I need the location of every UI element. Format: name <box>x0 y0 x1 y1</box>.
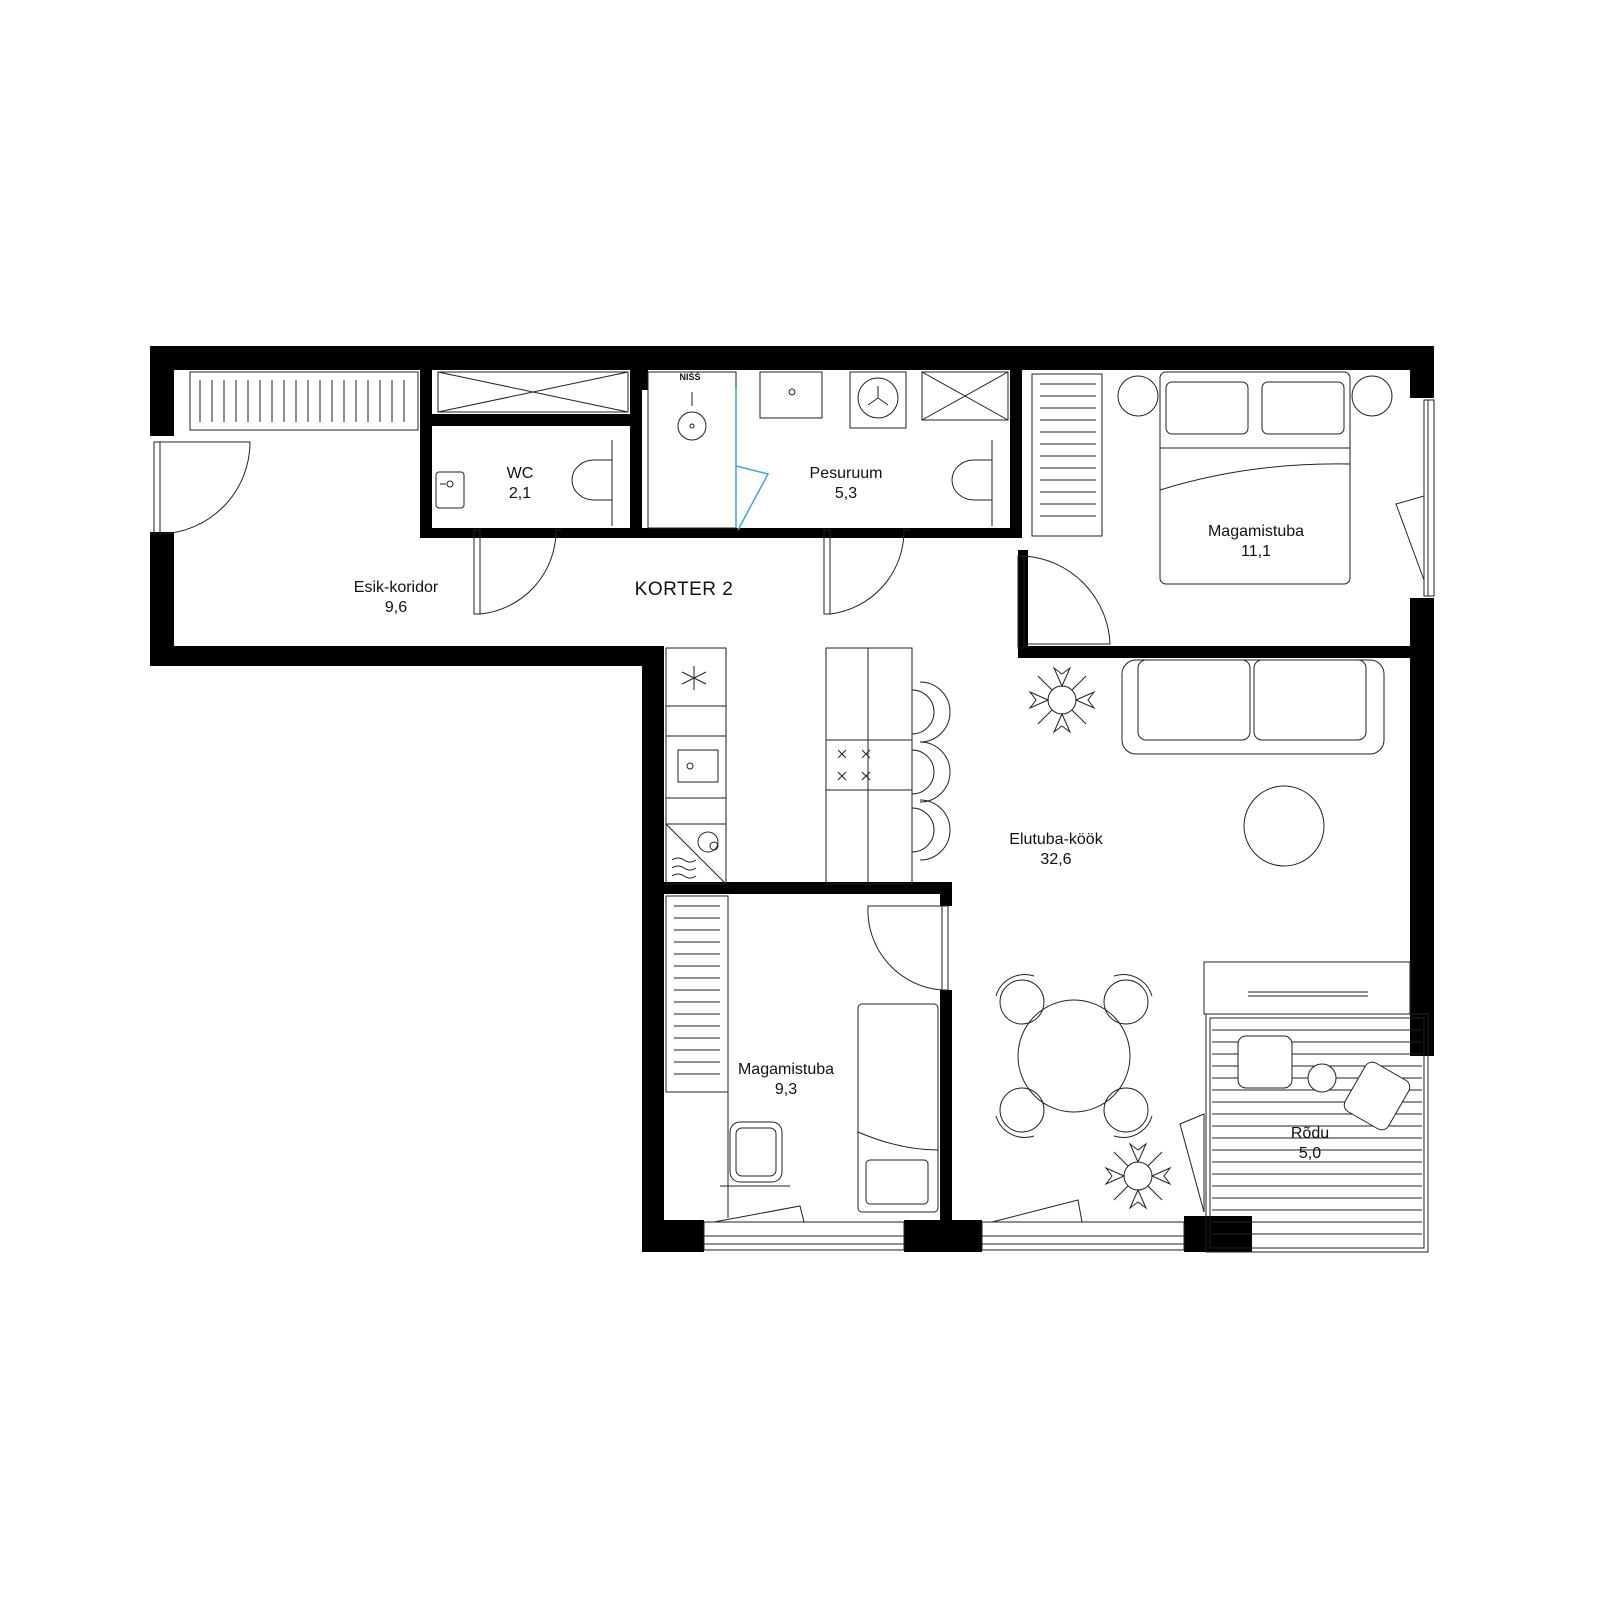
room-label-pesuruum: Pesuruum 5,3 <box>810 464 883 504</box>
room-label-living: Elutuba-köök 32,6 <box>1009 830 1102 870</box>
room-area: 2,1 <box>508 485 532 502</box>
room-label-bedroom-2: Magamistuba 9,3 <box>738 1060 834 1100</box>
room-label-esik: Esik-koridor 9,6 <box>354 578 438 618</box>
plant-top <box>1028 666 1096 734</box>
room-area: 5,3 <box>834 485 858 502</box>
room-label-wc: WC 2,1 <box>507 464 534 504</box>
single-bed <box>857 1003 939 1213</box>
walls <box>150 346 1434 1252</box>
wardrobe-hangers-bed1 <box>1040 383 1096 517</box>
dining-table <box>1017 999 1131 1113</box>
room-area: 5,0 <box>1298 1145 1322 1162</box>
sofa <box>1121 659 1385 755</box>
coffee-table <box>1243 785 1325 867</box>
room-area: 11,1 <box>1241 543 1271 560</box>
room-area: 9,6 <box>384 599 408 616</box>
room-label-balcony: Rõdu 5,0 <box>1291 1124 1329 1164</box>
plant-bottom <box>1104 1142 1172 1210</box>
wardrobe-hangers-bed2 <box>674 905 720 1075</box>
niche-label: NIŠŠ <box>679 372 701 382</box>
room-area: 9,3 <box>774 1081 798 1098</box>
apartment-title: KORTER 2 <box>634 579 734 600</box>
wardrobe-hangers <box>199 380 405 422</box>
room-label-bedroom-1: Magamistuba 11,1 <box>1208 522 1304 562</box>
room-name: Magamistuba <box>737 1061 835 1078</box>
room-name: Pesuruum <box>809 465 883 482</box>
double-bed <box>1159 371 1351 585</box>
doors <box>153 441 1111 991</box>
room-name: Magamistuba <box>1207 523 1305 540</box>
room-name: Elutuba-köök <box>1009 831 1103 848</box>
shower-glass <box>735 388 770 531</box>
thin-lines <box>189 371 1435 1253</box>
room-name: Esik-koridor <box>353 579 439 596</box>
room-area: 32,6 <box>1040 851 1072 868</box>
room-name: Rõdu <box>1290 1125 1330 1142</box>
room-name: WC <box>506 465 534 482</box>
